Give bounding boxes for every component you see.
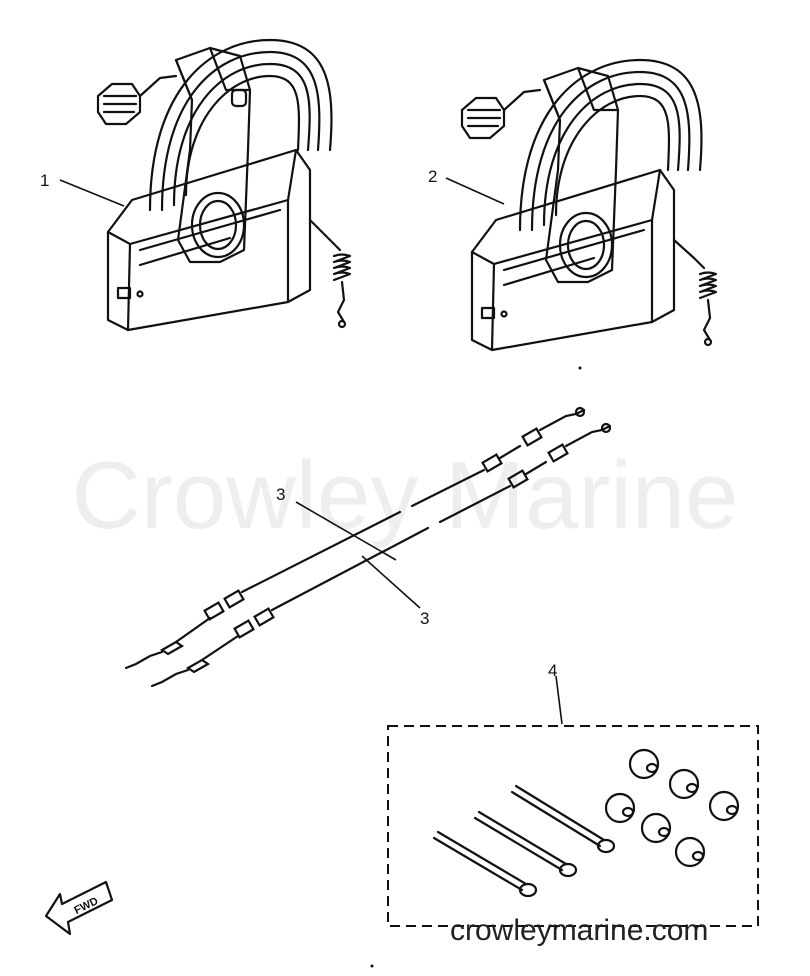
control-cable-a (124, 406, 586, 670)
site-url: crowleymarine.com (450, 914, 708, 947)
remote-control-box-1 (96, 38, 352, 332)
bolt-kit-4 (387, 725, 759, 927)
callout-4: 4 (548, 661, 557, 680)
callout-2: 2 (428, 167, 437, 186)
callout-lines (59, 177, 563, 725)
stray-dot-2 (578, 366, 582, 370)
callout-3b: 3 (420, 609, 429, 628)
watermark-text: Crowley Marine (72, 442, 739, 549)
callout-1: 1 (40, 171, 49, 190)
remote-control-box-2 (460, 58, 718, 352)
callout-3a: 3 (276, 485, 285, 504)
control-cable-b (150, 422, 612, 688)
stray-dot (370, 964, 374, 968)
fwd-arrow-icon: FWD (44, 880, 114, 936)
